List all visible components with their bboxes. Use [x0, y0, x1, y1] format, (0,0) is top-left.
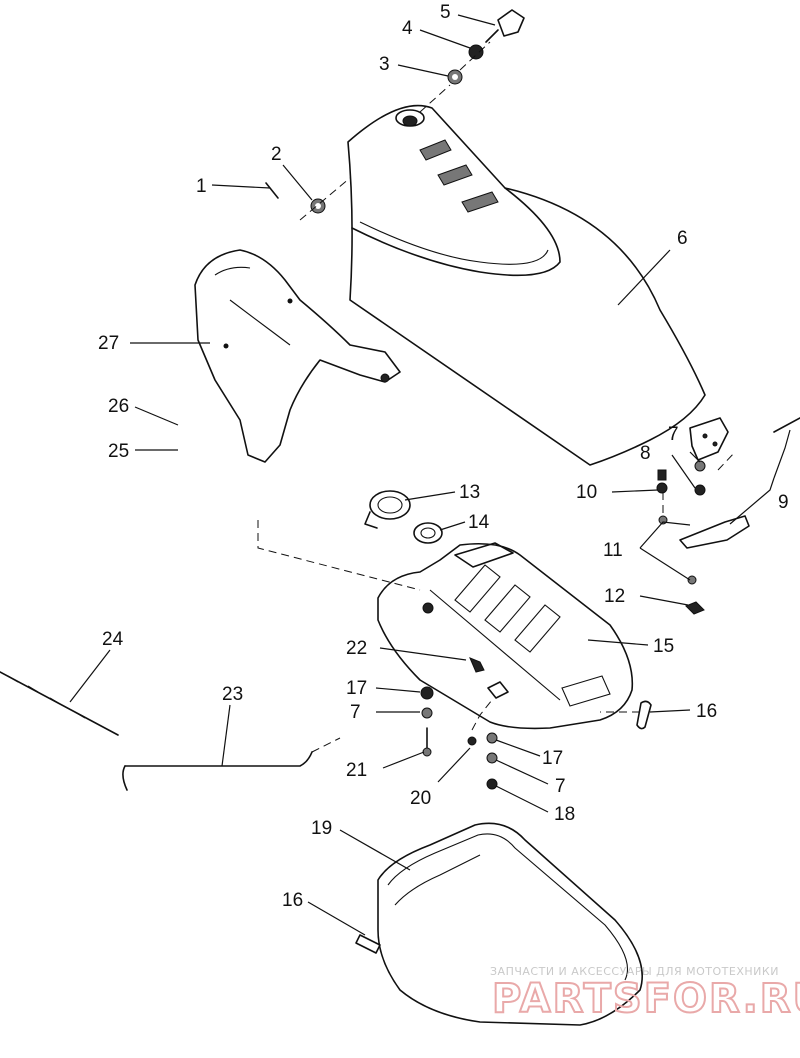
callout-17b: 17	[542, 748, 563, 769]
callout-4: 4	[402, 18, 413, 39]
callout-20: 20	[410, 788, 431, 809]
assembly-lines	[257, 41, 736, 753]
callout-23: 23	[222, 684, 243, 705]
callout-7a: 7	[668, 424, 679, 445]
leader-lines	[69, 14, 791, 936]
callout-labels: 1 2 3 4 5 6 7 8 9 10 11 12 13 14 15 16 1…	[98, 2, 789, 911]
callout-22: 22	[346, 638, 367, 659]
callout-24: 24	[102, 629, 124, 650]
callout-15: 15	[653, 636, 674, 657]
callout-2: 2	[271, 144, 282, 165]
callout-7b: 7	[350, 702, 361, 723]
rods	[0, 671, 313, 791]
callout-14: 14	[468, 512, 490, 533]
seat	[347, 104, 706, 466]
callout-21: 21	[346, 760, 367, 781]
tank-tray	[377, 822, 643, 1026]
callout-27: 27	[98, 333, 119, 354]
callout-11: 11	[603, 540, 623, 561]
callout-16b: 16	[282, 890, 303, 911]
rear-fender	[194, 249, 401, 463]
callout-3: 3	[379, 54, 390, 75]
filler-cap-assembly	[265, 9, 525, 214]
callout-8: 8	[640, 443, 651, 464]
callout-6: 6	[677, 228, 688, 249]
fuel-cap	[364, 490, 443, 544]
watermark-brand: PARTSFOR.RU	[492, 976, 800, 1022]
fuel-tank	[377, 542, 634, 730]
callout-12: 12	[604, 586, 625, 607]
watermark-tagline: ЗАПЧАСТИ И АКСЕССУАРЫ ДЛЯ МОТОТЕХНИКИ	[490, 965, 779, 978]
callout-17a: 17	[346, 678, 367, 699]
callout-10: 10	[576, 482, 597, 503]
callout-7c: 7	[555, 776, 566, 797]
callout-5: 5	[440, 2, 451, 23]
watermark: ЗАПЧАСТИ И АКСЕССУАРЫ ДЛЯ МОТОТЕХНИКИ PA…	[490, 965, 800, 1023]
callout-16a: 16	[696, 701, 717, 722]
callout-18: 18	[554, 804, 575, 825]
callout-13: 13	[459, 482, 480, 503]
mounting-brackets	[656, 417, 800, 615]
callout-25: 25	[108, 441, 129, 462]
callout-9: 9	[778, 492, 789, 513]
callout-26: 26	[108, 396, 129, 417]
callout-1: 1	[196, 176, 207, 197]
callout-19: 19	[311, 818, 332, 839]
tank-hardware	[355, 657, 652, 954]
